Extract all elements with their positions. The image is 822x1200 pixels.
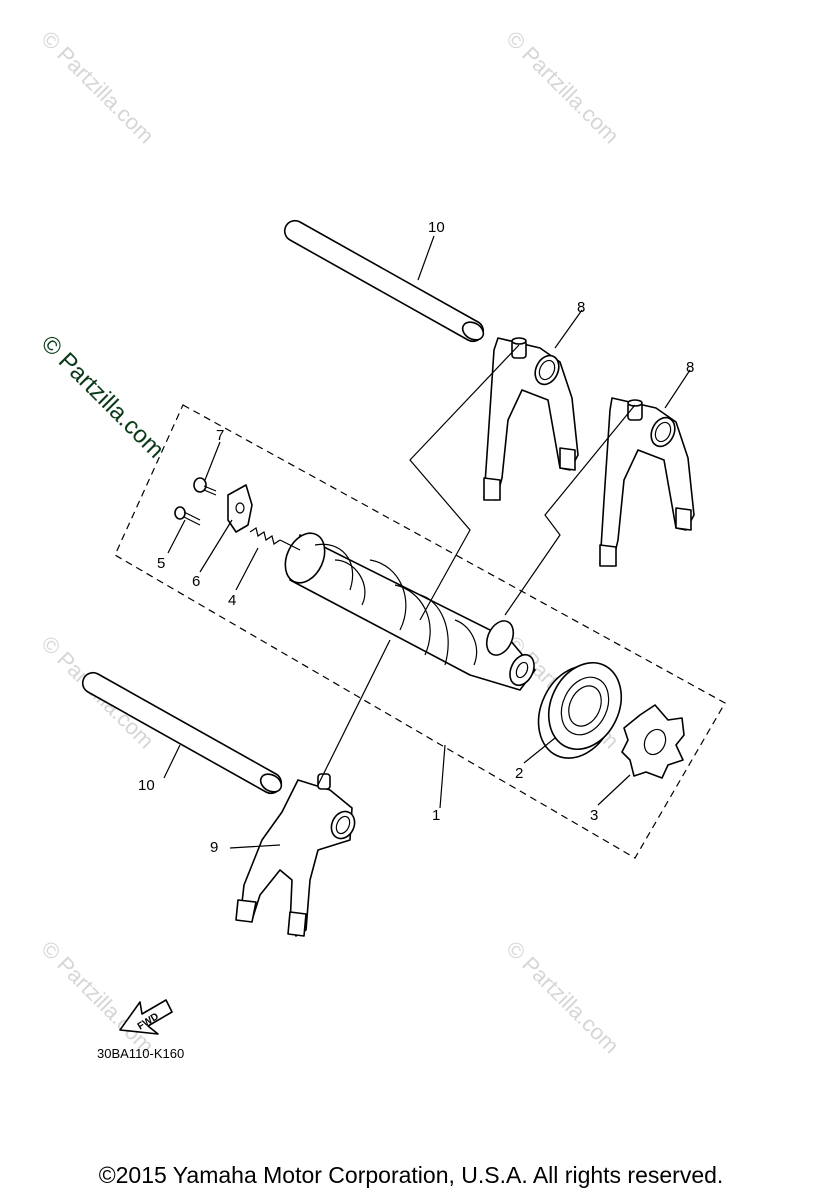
stopper-plate (227, 484, 253, 533)
watermark-bottom-left: © Partzilla.com (36, 936, 159, 1059)
callout-10-top: 10 (428, 219, 445, 236)
callout-8-right: 8 (686, 359, 694, 376)
shift-drum (284, 532, 536, 691)
watermark-group: © Partzilla.com © Partzilla.com © Partzi… (36, 26, 624, 1059)
pin-5 (174, 506, 201, 526)
callout-3: 3 (590, 807, 598, 824)
callout-numbers: 1 2 3 4 5 6 7 8 8 9 10 10 (138, 219, 694, 856)
screw-7 (193, 477, 217, 496)
shift-fork-8-left (483, 337, 579, 501)
callout-7: 7 (216, 427, 224, 444)
diagram-code: 30BA110-K160 (97, 1046, 184, 1061)
leader-lines (163, 235, 691, 849)
watermark-top-right: © Partzilla.com (501, 26, 624, 149)
callout-2: 2 (515, 765, 523, 782)
assembly-boundary-dashed (114, 404, 726, 859)
spring (249, 527, 301, 551)
segment-star (621, 704, 685, 779)
callout-8-left: 8 (577, 299, 585, 316)
callout-4: 4 (228, 592, 236, 609)
bearing (537, 661, 623, 759)
shift-rod-bottom (81, 671, 283, 795)
callout-10-bottom: 10 (138, 777, 155, 794)
watermark-top-left: © Partzilla.com (36, 26, 159, 149)
callout-9: 9 (210, 839, 218, 856)
watermark-bottom-right: © Partzilla.com (501, 936, 624, 1059)
callout-1: 1 (432, 807, 440, 824)
shift-rod-top (283, 219, 485, 343)
callout-5: 5 (157, 555, 165, 572)
callout-6: 6 (192, 573, 200, 590)
copyright-notice: ©2015 Yamaha Motor Corporation, U.S.A. A… (98, 1162, 724, 1188)
watermark-prominent: © Partzilla.com (36, 330, 169, 463)
shift-fork-8-right (599, 397, 695, 567)
shift-fork-9 (235, 773, 356, 937)
